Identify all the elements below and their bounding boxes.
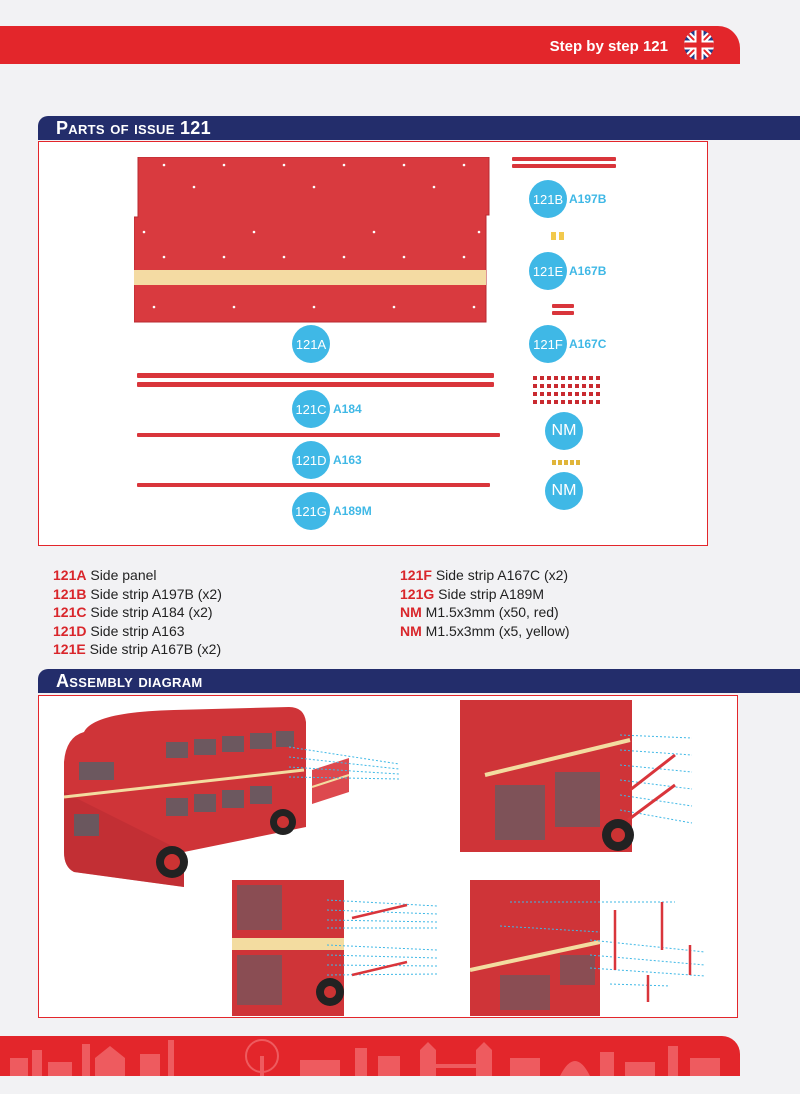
parts-list-item: 121F Side strip A167C (x2) — [400, 567, 569, 583]
strip-121e-a — [551, 232, 556, 240]
parts-section-title: Parts of issue 121 — [56, 118, 211, 138]
strip-121c-a — [137, 373, 494, 378]
strip-121b-a — [512, 157, 616, 161]
label-code-121f: A167C — [569, 337, 607, 351]
assembly-detail-2 — [232, 880, 438, 1016]
label-code-121b: A197B — [569, 192, 607, 206]
parts-list-item: 121B Side strip A197B (x2) — [53, 585, 222, 602]
strip-121e-b — [559, 232, 564, 240]
parts-list-item: 121D Side strip A163 — [53, 622, 185, 639]
parts-section-header: Parts of issue 121 — [0, 116, 800, 140]
parts-frame: 121A 121B A197B 121E A167B 121F A167C 12… — [38, 141, 708, 546]
header-band: Step by step 121 — [0, 26, 740, 64]
label-code-121e: A167B — [569, 264, 607, 278]
label-circle-121g: 121G — [292, 492, 330, 530]
yellow-screws-icon — [552, 460, 580, 465]
label-circle-121a: 121A — [292, 325, 330, 363]
label-circle-nm-yellow: NM — [545, 472, 583, 510]
side-panel-121a — [134, 157, 490, 323]
strip-121d — [137, 433, 500, 437]
bus-overview-illustration — [63, 707, 400, 887]
parts-list-left: 121A Side panel 121B Side strip A197B (x… — [53, 566, 222, 659]
strip-121f-b — [552, 311, 574, 315]
parts-list-item: 121A Side panel — [53, 567, 157, 583]
footer-skyline-band — [0, 1036, 740, 1076]
assembly-section-title: Assembly diagram — [56, 671, 203, 691]
parts-list-right: 121F Side strip A167C (x2) 121G Side str… — [400, 566, 570, 640]
parts-list-item: 121E Side strip A167B (x2) — [53, 641, 222, 657]
assembly-frame — [38, 695, 738, 1018]
label-circle-121e: 121E — [529, 252, 567, 290]
label-code-121g: A189M — [333, 504, 372, 518]
page-title: Step by step 121 — [549, 38, 668, 55]
strip-121b-b — [512, 164, 616, 168]
strip-121g — [137, 483, 490, 487]
strip-121c-b — [137, 382, 494, 387]
strip-121f-a — [552, 304, 574, 308]
label-circle-121d: 121D — [292, 441, 330, 479]
parts-list-item: NM M1.5x3mm (x50, red) — [400, 604, 559, 620]
parts-list-item: NM M1.5x3mm (x5, yellow) — [400, 622, 570, 639]
label-circle-nm-red: NM — [545, 412, 583, 450]
assembly-detail-1 — [460, 700, 693, 852]
parts-list-item: 121C Side strip A184 (x2) — [53, 604, 213, 620]
label-code-121d: A163 — [333, 453, 362, 467]
assembly-section-header: Assembly diagram — [0, 669, 800, 693]
assembly-detail-3 — [470, 880, 706, 1016]
parts-list-item: 121G Side strip A189M — [400, 585, 544, 602]
label-circle-121f: 121F — [529, 325, 567, 363]
uk-flag-icon — [684, 30, 714, 60]
label-circle-121b: 121B — [529, 180, 567, 218]
red-screws-icon — [533, 376, 600, 404]
london-skyline-icon — [10, 1039, 720, 1076]
label-code-121c: A184 — [333, 402, 362, 416]
label-circle-121c: 121C — [292, 390, 330, 428]
